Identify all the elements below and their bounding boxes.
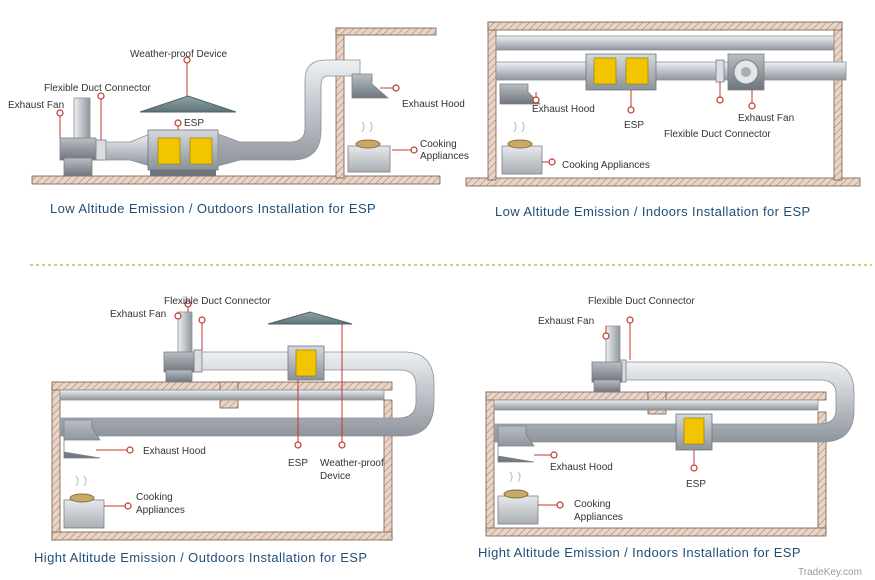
ceiling-beam [495, 35, 835, 51]
label-flexible-duct: Flexible Duct Connector [44, 83, 151, 94]
label-exhaust-fan: Exhaust Fan [8, 100, 64, 111]
label-flexible-duct: Flexible Duct Connector [588, 296, 695, 307]
label-cooking-2: Appliances [574, 512, 623, 523]
exhaust-fan-icon [163, 311, 195, 383]
label-cooking-1: Cooking [574, 499, 611, 510]
ceiling [487, 21, 843, 31]
cooking-appliances-icon [497, 471, 539, 525]
cooking-appliances-icon [63, 475, 105, 529]
label-exhaust-hood: Exhaust Hood [532, 104, 595, 115]
building-ceiling [335, 27, 437, 36]
cooking-appliances-icon [501, 121, 543, 175]
panel-high-outdoor: Flexible Duct Connector Exhaust Fan Exha… [34, 296, 435, 565]
exhaust-hood-icon [497, 425, 535, 463]
label-flexible-duct: Flexible Duct Connector [664, 129, 771, 140]
label-cooking: Cooking Appliances [562, 160, 650, 171]
flexible-duct-connector-icon [715, 59, 725, 83]
exhaust-fan-icon [727, 53, 765, 91]
label-exhaust-hood: Exhaust Hood [550, 462, 613, 473]
label-cooking-1: Cooking [420, 139, 457, 150]
exhaust-duct-loop [59, 351, 435, 437]
caption-low-indoor: Low Altitude Emission / Indoors Installa… [495, 204, 811, 219]
label-exhaust-hood: Exhaust Hood [143, 446, 206, 457]
exhaust-hood-icon [63, 419, 101, 459]
exhaust-fan-icon [59, 97, 97, 177]
label-exhaust-fan: Exhaust Fan [538, 316, 594, 327]
panel-high-indoor: Flexible Duct Connector Exhaust Fan Exha… [478, 296, 855, 560]
inlet-transition [105, 133, 151, 167]
ground-floor [31, 175, 441, 185]
exhaust-fan-icon [591, 325, 623, 393]
flexible-duct-connector-icon [95, 139, 107, 161]
weather-proof-device-icon [267, 311, 353, 325]
label-esp: ESP [184, 118, 204, 129]
floor [485, 527, 827, 537]
building-wall [335, 27, 345, 179]
left-wall [51, 381, 61, 541]
label-exhaust-fan: Exhaust Fan [738, 113, 794, 124]
label-exhaust-fan: Exhaust Fan [110, 309, 166, 320]
label-cooking-2: Appliances [420, 151, 469, 162]
caption-high-indoor: Hight Altitude Emission / Indoors Instal… [478, 545, 801, 560]
weather-proof-device-icon [139, 95, 237, 113]
watermark: TradeKey.com [798, 567, 862, 578]
caption-low-outdoor: Low Altitude Emission / Outdoors Install… [50, 201, 376, 216]
label-flexible-duct: Flexible Duct Connector [164, 296, 271, 307]
ceiling-strip [493, 399, 819, 411]
esp-unit-icon [287, 345, 325, 381]
label-weather-proof-1: Weather-proof [320, 458, 384, 469]
label-esp: ESP [624, 120, 644, 131]
panel-low-indoor: Exhaust Hood ESP Exhaust Fan Flexible Du… [465, 21, 861, 219]
esp-unit-icon [585, 53, 657, 91]
floor [465, 177, 861, 187]
flexible-duct-connector-icon [193, 349, 203, 373]
esp-unit-icon [147, 129, 219, 176]
exhaust-duct-loop [493, 361, 855, 443]
label-weather-proof: Weather-proof Device [130, 49, 228, 60]
label-cooking-2: Appliances [136, 505, 185, 516]
left-wall [485, 391, 495, 533]
cooking-appliances-icon [347, 121, 391, 173]
panel-low-outdoor: Weather-proof Device Flexible Duct Conne… [8, 27, 469, 216]
caption-high-outdoor: Hight Altitude Emission / Outdoors Insta… [34, 550, 367, 565]
ceiling-strip [59, 389, 385, 401]
label-esp: ESP [288, 458, 308, 469]
label-cooking-1: Cooking [136, 492, 173, 503]
right-wall [833, 21, 843, 181]
label-weather-proof-2: Device [320, 471, 351, 482]
label-esp: ESP [686, 479, 706, 490]
exhaust-hood-icon [351, 73, 390, 99]
esp-unit-icon [675, 413, 713, 451]
left-wall [487, 21, 497, 181]
label-exhaust-hood: Exhaust Hood [402, 99, 465, 110]
floor [51, 531, 393, 541]
main-duct [495, 61, 847, 81]
